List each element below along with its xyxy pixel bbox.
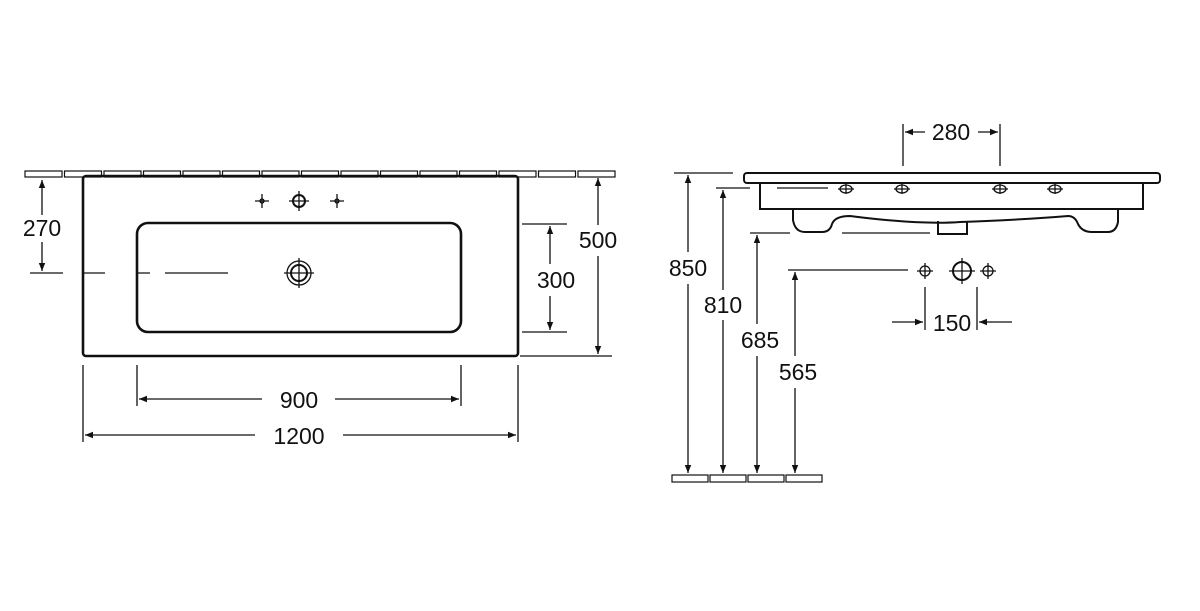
overflow-hole-icon — [838, 184, 854, 194]
dim-565-label: 565 — [779, 359, 817, 385]
wall-outlet-right-icon — [980, 263, 996, 279]
tap-hole-right-icon — [330, 194, 344, 208]
wall-outlet-center-icon — [949, 258, 975, 284]
side-view: 280 850 810 685 565 — [669, 119, 1161, 483]
drain-icon — [284, 258, 314, 288]
wall-tile — [577, 170, 616, 178]
dim-810-label: 810 — [704, 292, 742, 318]
overflow-holes — [838, 184, 1063, 194]
dim-300-label: 300 — [537, 267, 575, 293]
overflow-hole-icon — [1047, 184, 1063, 194]
overflow-hole-icon — [894, 184, 910, 194]
floor-hatch — [671, 474, 823, 483]
overflow-hole-icon — [992, 184, 1008, 194]
tap-hole-center-icon — [289, 191, 309, 211]
wall-tile — [24, 170, 63, 178]
dim-270-label: 270 — [23, 215, 61, 241]
dim-900-label: 900 — [280, 387, 318, 413]
dim-850-label: 850 — [669, 255, 707, 281]
drain-stub — [937, 221, 968, 235]
wall-tile — [537, 170, 577, 178]
basin-outline — [81, 174, 520, 358]
dim-150-label: 150 — [933, 310, 971, 336]
dim-500-label: 500 — [579, 227, 617, 253]
dim-1200-label: 1200 — [273, 423, 324, 449]
dim-280-label: 280 — [932, 119, 970, 145]
dim-685-label: 685 — [741, 327, 779, 353]
top-view: 270 500 300 900 1200 — [23, 170, 617, 449]
basin-body — [759, 183, 1144, 233]
wall-outlet-left-icon — [917, 263, 933, 279]
basin-top-slab — [743, 172, 1161, 184]
tap-hole-left-icon — [255, 194, 269, 208]
bowl-outline — [135, 221, 463, 334]
wall-hatch — [24, 170, 616, 178]
